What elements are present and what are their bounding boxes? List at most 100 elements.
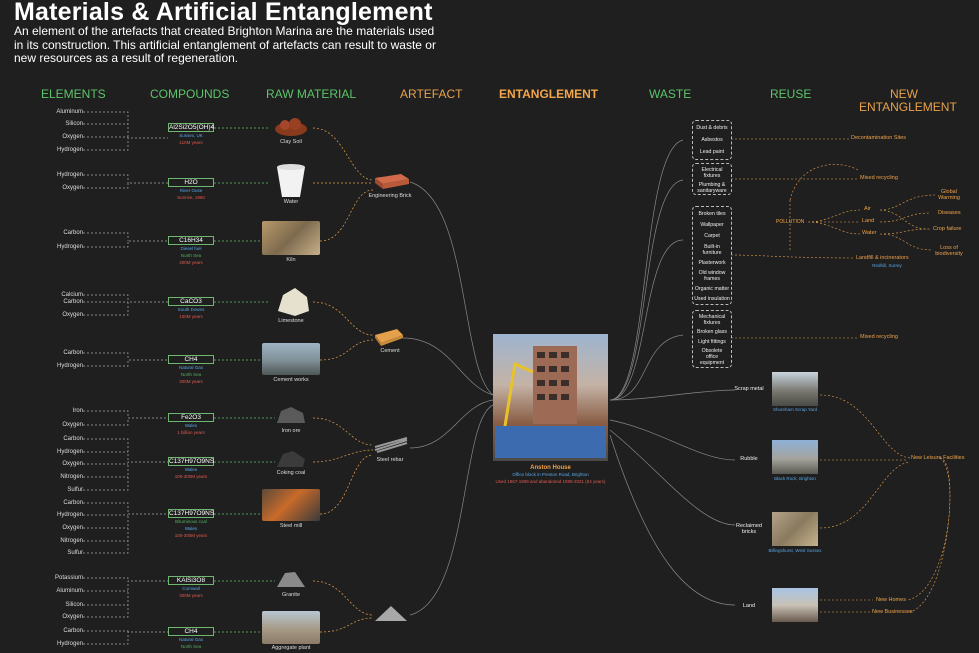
rubble-site-image bbox=[772, 440, 818, 474]
reuse-waste-label: Reclaimed bricks bbox=[736, 523, 762, 535]
kiln-image bbox=[262, 221, 320, 255]
outcome-label: Crop failure bbox=[933, 226, 962, 232]
raw-material-label: Coking coal bbox=[276, 470, 306, 476]
waste-item: Broken glass bbox=[697, 329, 727, 335]
compound-source: Cornwall bbox=[182, 586, 200, 591]
element-label: Aluminum bbox=[56, 109, 83, 115]
compound-source: South Downs bbox=[177, 307, 205, 312]
scrap-yard-image bbox=[772, 372, 818, 406]
waste-item: Dust & debris bbox=[696, 125, 728, 131]
aggregate-plant-image bbox=[262, 611, 320, 644]
compound-formula: Fe2O3 bbox=[168, 413, 214, 422]
element-label: Hydrogen bbox=[56, 363, 83, 369]
compound-source: Wales bbox=[184, 526, 198, 531]
compound-age: 300M years bbox=[179, 379, 203, 384]
outcome-label: New Businesses bbox=[872, 609, 913, 615]
element-label: Calcium bbox=[61, 292, 83, 298]
element-label: Carbon bbox=[63, 500, 83, 506]
compound-node: C137H97O9NS Bituminous coal Wales 100-30… bbox=[168, 509, 214, 539]
iron-ore-image bbox=[275, 405, 307, 430]
element-label: Carbon bbox=[63, 628, 83, 634]
column-header-entanglement: ENTANGLEMENT bbox=[499, 87, 599, 101]
outcome-label: Loss of biodiversity bbox=[935, 245, 963, 257]
column-header-raw-material: RAW MATERIAL bbox=[266, 87, 357, 101]
compound-source: Natural Gas bbox=[178, 637, 203, 642]
waste-item: Used insulation bbox=[694, 296, 730, 302]
compound-formula: CaCO3 bbox=[168, 297, 214, 306]
outcome-label: Decontamination Sites bbox=[851, 135, 907, 141]
compound-formula: C137H97O9NS bbox=[168, 457, 215, 466]
waste-item: Organic matter bbox=[694, 286, 730, 292]
raw-material-label: Cement works bbox=[273, 377, 309, 383]
waste-group: Dust & debris Asbestos Lead paint bbox=[692, 120, 732, 160]
reclaimed-bricks-image bbox=[772, 512, 818, 546]
element-label: Hydrogen bbox=[56, 641, 83, 647]
compound-age: 300M years bbox=[179, 593, 203, 598]
waste-item: Asbestos bbox=[701, 137, 723, 143]
raw-material-label: Water bbox=[283, 199, 299, 205]
outcome-label: New Homes bbox=[876, 597, 906, 603]
compound-source: North Sea bbox=[180, 644, 202, 649]
element-label: Sulfur bbox=[67, 550, 83, 556]
element-label: Oxygen bbox=[62, 525, 83, 531]
waste-group: Broken tiles Wallpaper Carpet Built-in f… bbox=[692, 206, 732, 305]
compound-formula: Al2Si2O5(OH)4 bbox=[168, 123, 215, 132]
compound-node: CH4 Natural Gas North Sea bbox=[168, 627, 214, 650]
reuse-waste-label: Rubble bbox=[740, 456, 758, 462]
column-header-reuse: REUSE bbox=[770, 87, 812, 101]
waste-item: Mechanical fixtures bbox=[698, 314, 726, 326]
water-cup-image bbox=[275, 163, 307, 204]
compound-formula: H2O bbox=[168, 178, 214, 187]
outcome-sublabel: Redhill, Surrey bbox=[872, 263, 902, 268]
compound-node: H2O River Ouse Sunrise, 1960 bbox=[168, 178, 214, 201]
compound-age: 300M years bbox=[179, 260, 203, 265]
limestone-image bbox=[275, 285, 311, 322]
column-header-compounds: COMPOUNDS bbox=[150, 87, 230, 101]
outcome-label: New Leisure Facilities bbox=[911, 455, 965, 461]
outcome-label: Land bbox=[862, 218, 875, 224]
column-header-waste: WASTE bbox=[649, 87, 692, 101]
waste-item: Light fittings bbox=[698, 339, 726, 345]
artefact-label: Steel rebar bbox=[376, 457, 404, 463]
reuse-caption: Billingshurst, West Sussex bbox=[768, 548, 822, 553]
element-label: Oxygen bbox=[62, 461, 83, 467]
waste-item: Electrical fixtures bbox=[701, 167, 723, 179]
raw-material-label: Iron ore bbox=[281, 428, 301, 434]
compound-source: Bituminous coal bbox=[175, 519, 207, 524]
reuse-caption: Black Rock, Brighton bbox=[774, 476, 816, 481]
steel-rebar-image bbox=[373, 436, 409, 459]
compound-formula: CH4 bbox=[168, 627, 214, 636]
compound-source: Diesel fuel bbox=[180, 246, 202, 251]
compound-node: CH4 Natural Gas North Sea 300M years bbox=[168, 355, 214, 385]
compound-source: River Ouse bbox=[179, 188, 203, 193]
compound-age: 100-300M years bbox=[174, 474, 208, 479]
entanglement-history: Used 1967-1999 and abandoned 1999-2021 (… bbox=[495, 479, 606, 484]
compound-source: Sussex, UK bbox=[179, 133, 203, 138]
compound-formula: KAlSi3O8 bbox=[168, 576, 214, 585]
waste-item: Old window frames bbox=[698, 270, 726, 282]
clay-soil-image bbox=[271, 115, 311, 142]
compound-node: Al2Si2O5(OH)4 Sussex, UK 110M years bbox=[168, 123, 214, 146]
waste-item: Lead paint bbox=[699, 149, 725, 155]
brick-image bbox=[373, 172, 410, 195]
outcome-label: Air bbox=[864, 206, 871, 212]
waste-item: Built-in furniture bbox=[702, 244, 722, 256]
element-label: Sulfur bbox=[67, 487, 83, 493]
reuse-waste-label: Scrap metal bbox=[734, 386, 764, 392]
element-label: Hydrogen bbox=[56, 172, 83, 178]
page-subtitle: An element of the artefacts that created… bbox=[14, 24, 436, 65]
outcome-label: Diseases bbox=[938, 210, 961, 216]
compound-formula: C16H34 bbox=[168, 236, 214, 245]
entanglement-name: Anston House bbox=[530, 465, 571, 471]
element-label: Hydrogen bbox=[56, 244, 83, 250]
element-label: Hydrogen bbox=[56, 449, 83, 455]
element-label: Nitrogen bbox=[60, 538, 83, 544]
waste-item: Obsolete office equipment bbox=[699, 348, 725, 366]
compound-formula: C137H97O9NS bbox=[168, 509, 215, 518]
element-label: Oxygen bbox=[62, 614, 83, 620]
compound-node: C16H34 Diesel fuel North Sea 300M years bbox=[168, 236, 214, 266]
element-label: Carbon bbox=[63, 230, 83, 236]
anston-house-image bbox=[493, 334, 608, 461]
compound-source: North Sea bbox=[180, 253, 202, 258]
raw-material-label: Granite bbox=[281, 592, 301, 598]
